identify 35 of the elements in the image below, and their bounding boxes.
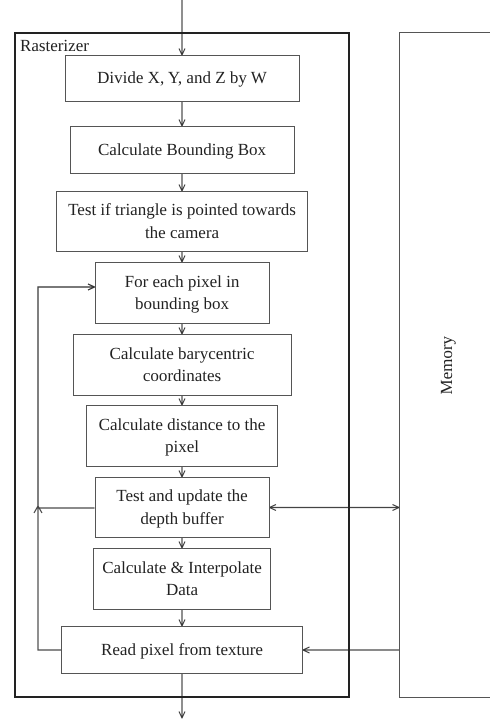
step-text: Read pixel from texture [100, 638, 264, 661]
step-text: Test if triangle is pointed towards the camera [67, 199, 297, 244]
process-box [56, 191, 308, 252]
step-text: Divide X, Y, and Z by W [96, 67, 268, 90]
arrow [178, 674, 186, 718]
step-text: For each pixel in bounding box [124, 270, 240, 315]
arrow [178, 467, 186, 478]
arrow [178, 174, 186, 192]
process-box [70, 126, 294, 174]
arrow [178, 538, 186, 548]
process-box [94, 477, 270, 538]
arrow [178, 252, 186, 262]
arrow [178, 396, 186, 406]
step-text: Test and update the depth buffer [115, 485, 249, 530]
process-box [86, 405, 278, 467]
frame-title: Rasterizer [20, 36, 89, 56]
arrow [178, 610, 186, 626]
process-box [64, 55, 300, 102]
process-box [61, 626, 303, 674]
arrow [178, 0, 186, 56]
memory-block [399, 32, 490, 698]
arrow [178, 102, 186, 126]
step-text: Calculate & Interpolate Data [101, 556, 263, 601]
arrow [302, 646, 399, 654]
step-text: Calculate distance to the pixel [98, 414, 266, 458]
step-text: Calculate Bounding Box [96, 138, 268, 161]
block-label: Memory [437, 336, 457, 394]
process-box [72, 334, 292, 396]
arrow [178, 324, 186, 334]
arrow [33, 284, 96, 651]
step-text: Calculate barycentric coordinates [108, 342, 256, 387]
arrow [269, 504, 400, 511]
stage-frame [14, 32, 350, 698]
process-box [94, 262, 270, 324]
process-box [93, 548, 271, 610]
